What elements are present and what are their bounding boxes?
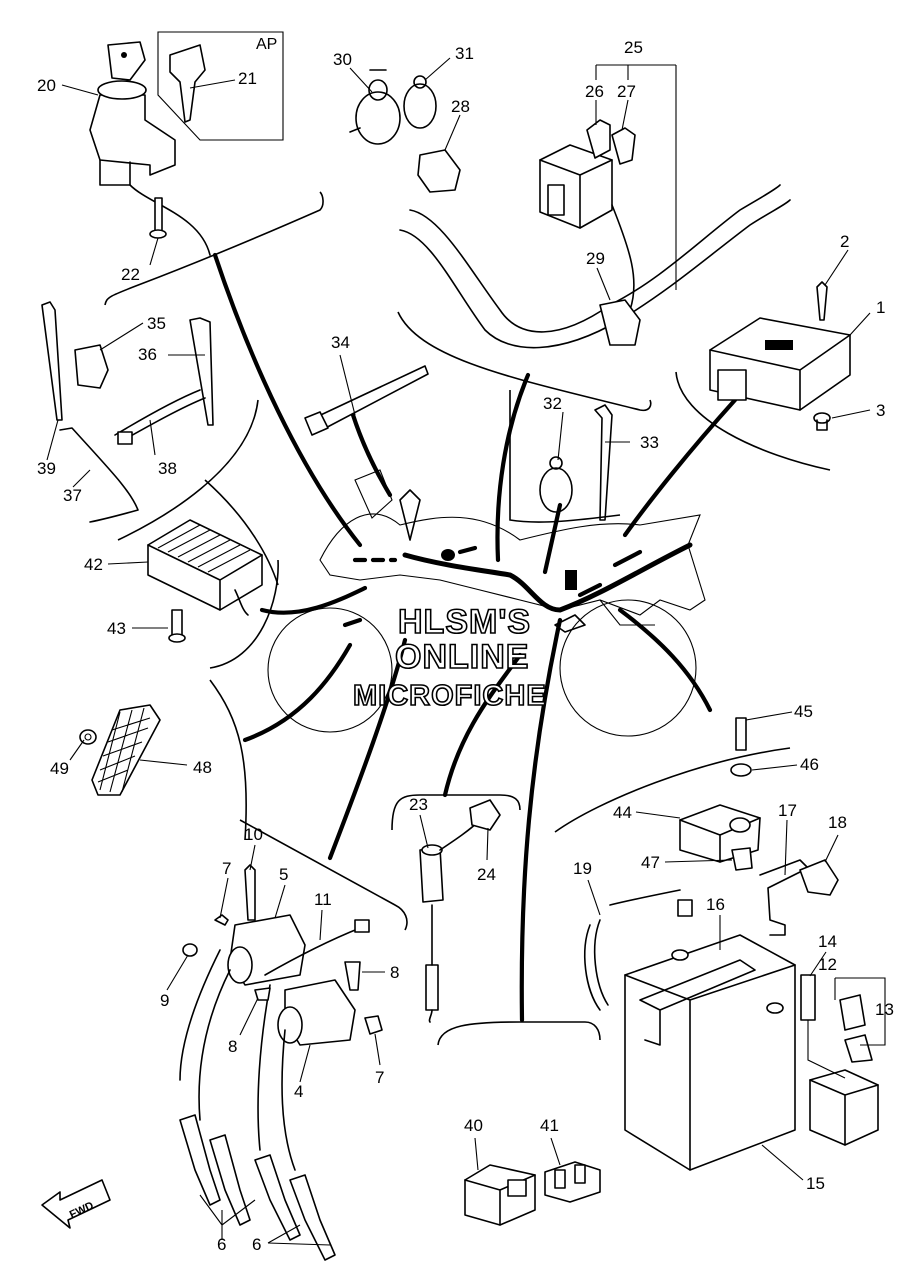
control-units-40-41 <box>464 1161 601 1226</box>
neutral-switch <box>419 799 501 1023</box>
forward-direction-arrow: FWD <box>41 1179 111 1229</box>
label-leader-lines <box>46 57 886 1246</box>
label-part-10: 10 <box>244 825 263 844</box>
label-part-36: 36 <box>138 345 157 364</box>
watermark-line-1: HLSM'S <box>398 603 531 641</box>
starter-relay-mount <box>679 717 761 871</box>
label-part-33: 33 <box>640 433 659 452</box>
label-part-45: 45 <box>794 702 813 721</box>
label-part-32: 32 <box>543 394 562 413</box>
label-part-47: 47 <box>641 853 660 872</box>
label-part-48: 48 <box>193 758 212 777</box>
label-part-24: 24 <box>477 865 496 884</box>
label-part-19: 19 <box>573 859 592 878</box>
watermark-line-3: MICROFICHE <box>353 680 547 712</box>
label-part-16: 16 <box>706 895 725 914</box>
label-part-25: 25 <box>624 38 643 57</box>
label-part-26: 26 <box>585 82 604 101</box>
label-part-13: 13 <box>875 1000 894 1019</box>
label-part-41: 41 <box>540 1116 559 1135</box>
label-part-9: 9 <box>160 991 169 1010</box>
plug-caps <box>179 1114 336 1261</box>
label-part-21: 21 <box>238 69 257 88</box>
label-part-42: 42 <box>84 555 103 574</box>
part-number-labels: 1 2 3 4 5 6 6 7 7 8 8 9 10 11 12 13 14 1… <box>37 38 894 1254</box>
label-part-49: 49 <box>50 759 69 778</box>
label-part-14: 14 <box>818 932 837 951</box>
label-part-46: 46 <box>800 755 819 774</box>
label-part-2: 2 <box>840 232 849 251</box>
label-part-1: 1 <box>876 298 885 317</box>
label-part-37: 37 <box>63 486 82 505</box>
watermark: HLSM'S ONLINE MICROFICHE <box>352 602 547 713</box>
cdi-unit <box>709 281 851 431</box>
reflector <box>79 704 161 796</box>
relay-assembly <box>800 974 879 1146</box>
label-part-44: 44 <box>613 803 632 822</box>
motorcycle-outline <box>267 469 706 737</box>
leader-arrows <box>212 252 738 1023</box>
label-part-28: 28 <box>451 97 470 116</box>
label-part-43: 43 <box>107 619 126 638</box>
label-part-8a: 8 <box>390 963 399 982</box>
label-part-3: 3 <box>876 401 885 420</box>
battery-assembly <box>584 859 839 1171</box>
label-part-11: 11 <box>314 890 332 909</box>
label-part-4: 4 <box>294 1082 303 1101</box>
ignition-coils <box>179 864 383 1261</box>
cable-tie-34 <box>304 365 429 436</box>
label-part-29: 29 <box>586 249 605 268</box>
rectifier-regulator <box>147 519 263 643</box>
main-wire-harness <box>342 489 693 633</box>
key-box: AP <box>157 31 284 141</box>
label-part-23: 23 <box>409 795 428 814</box>
label-part-30: 30 <box>333 50 352 69</box>
label-part-6a: 6 <box>217 1235 226 1254</box>
label-part-40: 40 <box>464 1116 483 1135</box>
label-part-18: 18 <box>828 813 847 832</box>
label-part-27: 27 <box>617 82 636 101</box>
label-part-7a: 7 <box>222 859 231 878</box>
ap-label: AP <box>256 36 277 53</box>
label-part-38: 38 <box>158 459 177 478</box>
label-part-5: 5 <box>279 865 288 884</box>
cable-ties-left <box>41 301 214 523</box>
label-part-20: 20 <box>37 76 56 95</box>
label-part-35: 35 <box>147 314 166 333</box>
label-part-39: 39 <box>37 459 56 478</box>
fuse-box-assembly <box>399 119 791 349</box>
clamp-band-32-33 <box>539 404 613 521</box>
label-part-6b: 6 <box>252 1235 261 1254</box>
wire-clamps-top <box>349 69 461 193</box>
label-part-31: 31 <box>455 44 474 63</box>
label-part-8b: 8 <box>228 1037 237 1056</box>
main-switch-assembly <box>89 41 211 256</box>
label-part-12: 12 <box>818 955 837 974</box>
label-part-7b: 7 <box>375 1068 384 1087</box>
watermark-line-2: ONLINE <box>395 638 529 676</box>
label-part-22: 22 <box>121 265 140 284</box>
label-part-17: 17 <box>778 801 797 820</box>
label-part-34: 34 <box>331 333 350 352</box>
label-part-15: 15 <box>806 1174 825 1193</box>
